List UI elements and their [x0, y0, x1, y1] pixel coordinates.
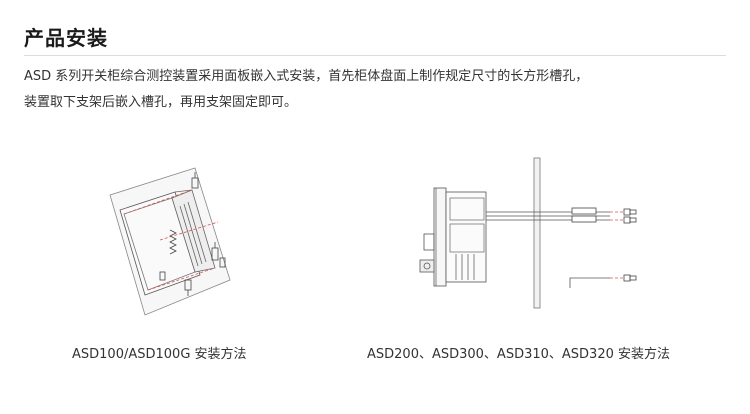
front-panel-mounting-drawing-icon [109, 167, 231, 316]
side-mounting-drawing-icon [419, 157, 637, 309]
title-divider [24, 55, 726, 56]
asd200-series-caption: ASD200、ASD300、ASD310、ASD320 安装方法 [367, 347, 671, 362]
asd100-caption: ASD100/ASD100G 安装方法 [72, 347, 247, 362]
asd200-series-installation-drawing [410, 150, 660, 320]
page-title: 产品安装 [24, 26, 108, 50]
installation-description: ASD 系列开关柜综合测控装置采用面板嵌入式安装，首先柜体盘面上制作规定尺寸的长… [24, 64, 724, 116]
description-line-1: ASD 系列开关柜综合测控装置采用面板嵌入式安装，首先柜体盘面上制作规定尺寸的长… [24, 69, 589, 84]
description-line-2: 装置取下支架后嵌入槽孔，再用支架固定即可。 [24, 95, 298, 110]
asd100-installation-drawing [100, 150, 240, 325]
